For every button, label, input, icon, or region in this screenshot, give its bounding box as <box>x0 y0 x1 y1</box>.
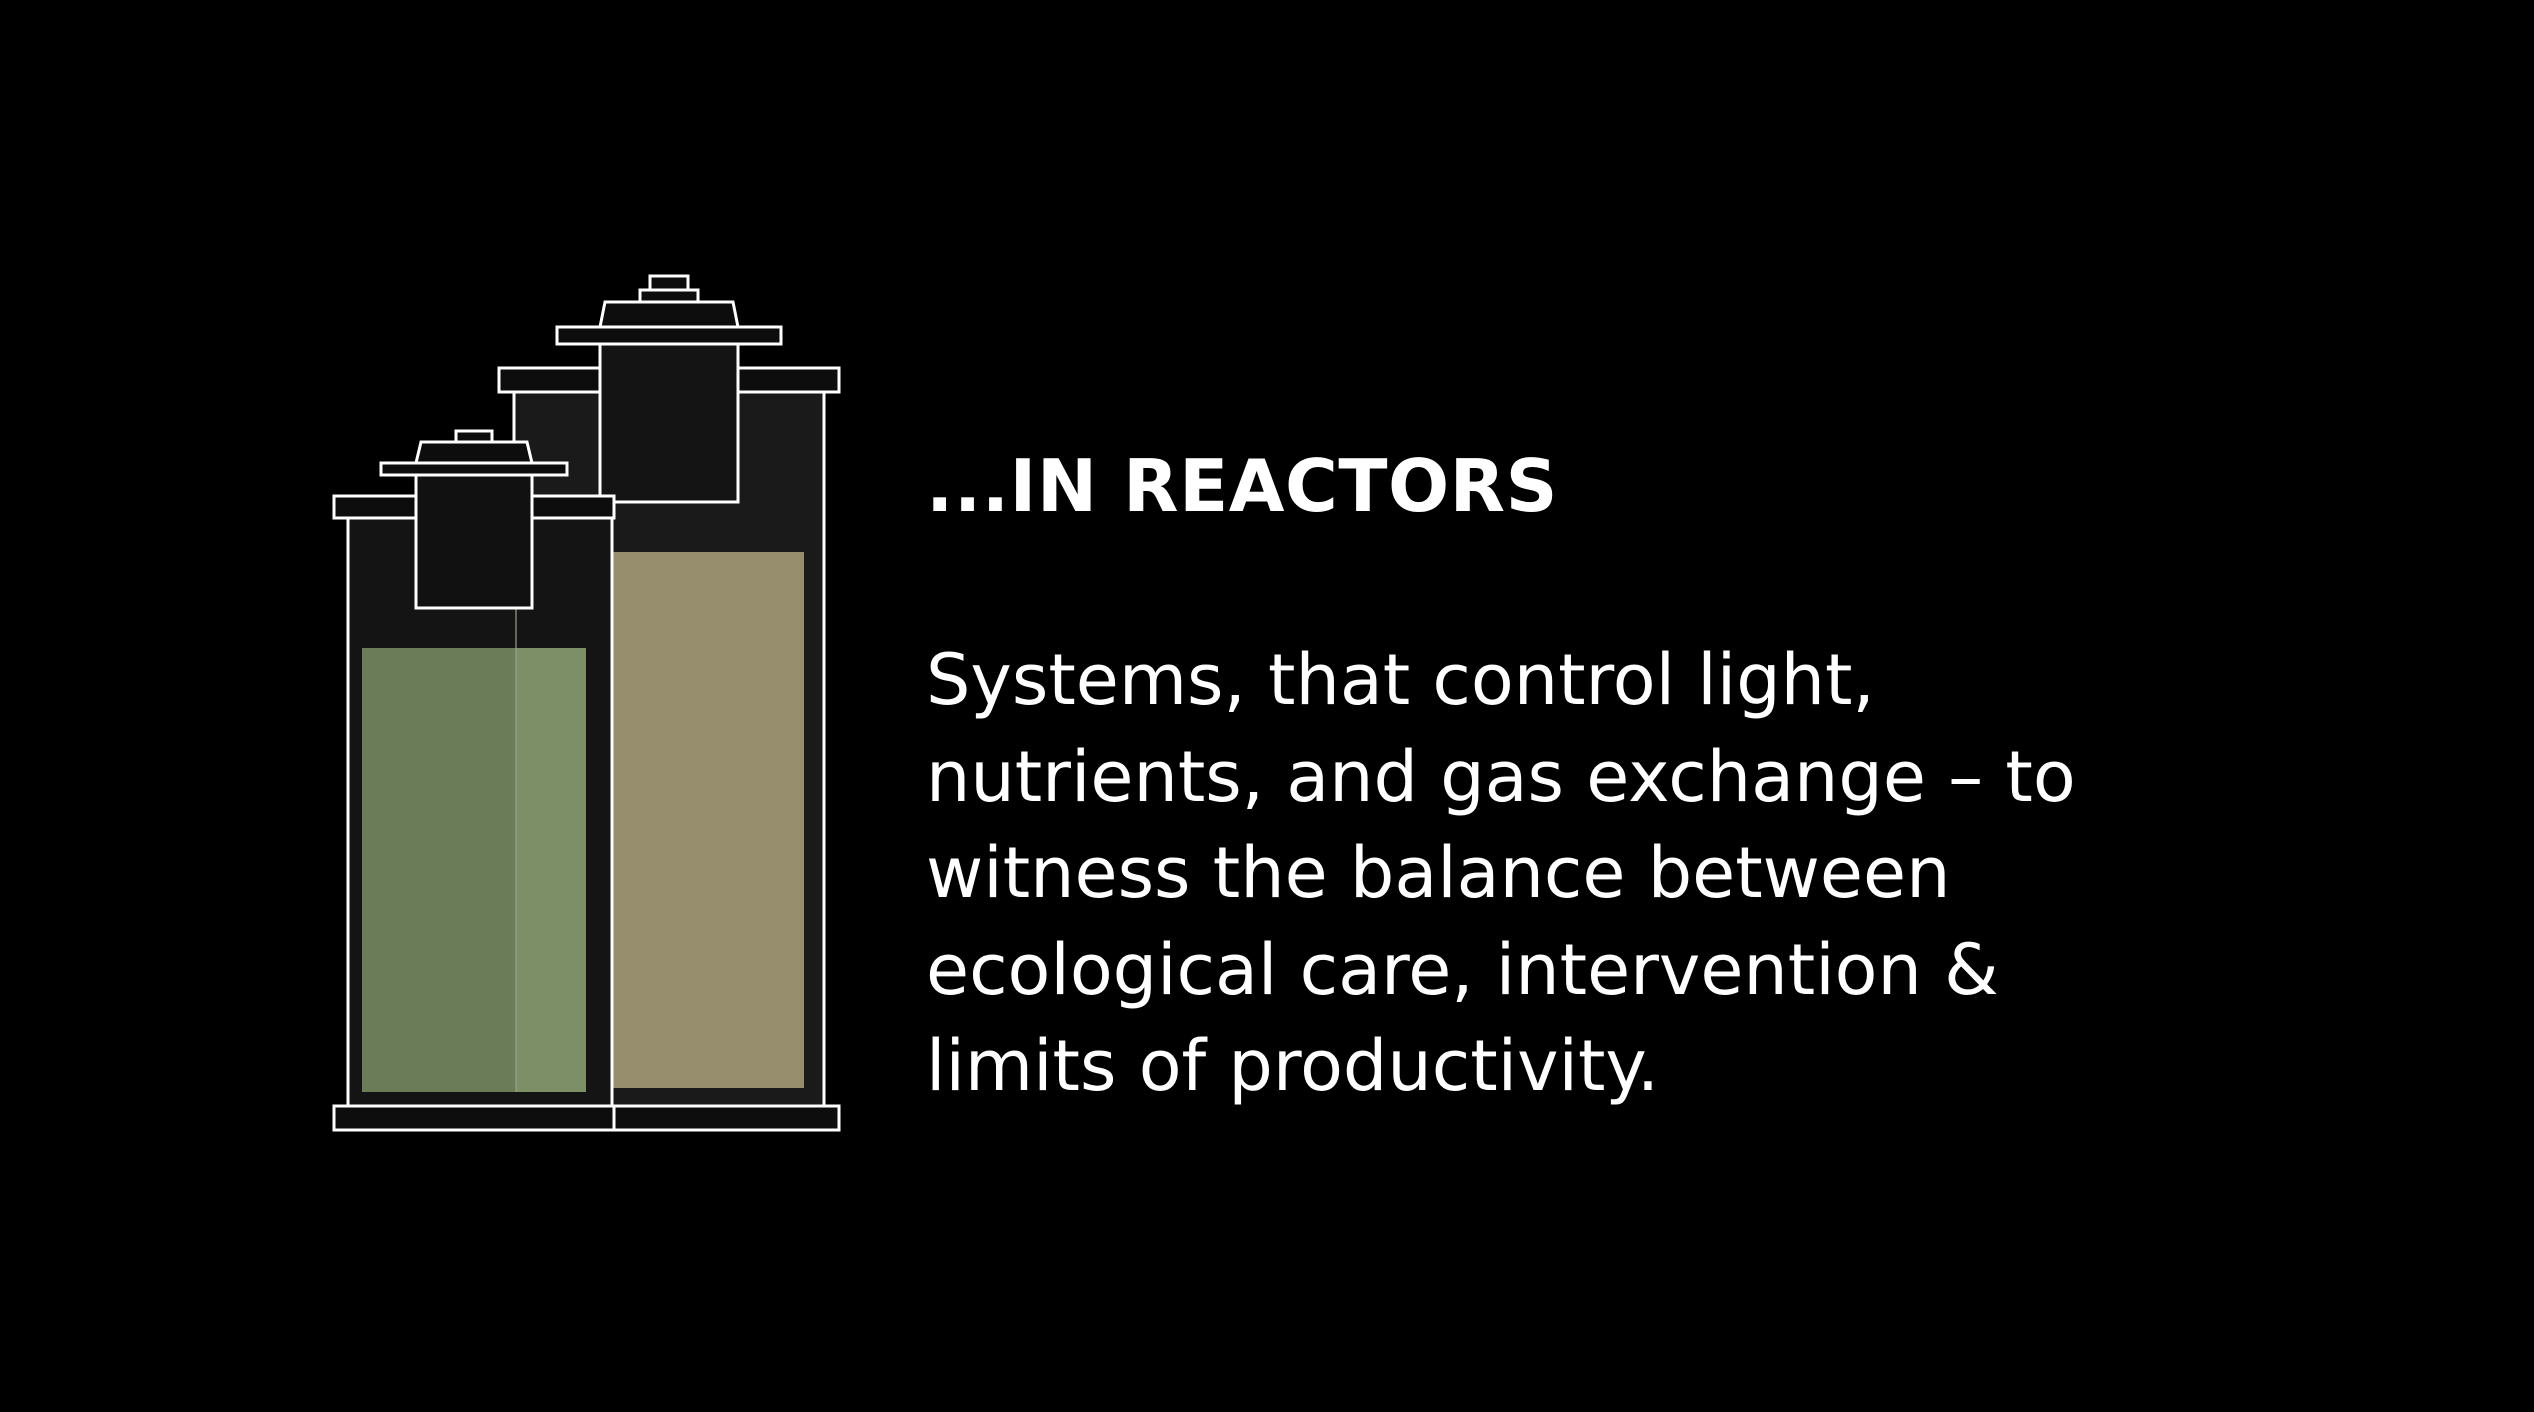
large-reactor-valve <box>638 288 700 304</box>
large-reactor-cap-flange <box>555 325 783 346</box>
large-reactor-valve-top <box>648 274 690 292</box>
small-reactor <box>332 429 616 1110</box>
small-reactor-cap-flange <box>379 461 569 477</box>
small-reactor-base <box>332 1104 616 1132</box>
small-reactor-cap-neck <box>414 470 534 610</box>
slide-body-text: Systems, that control light, nutrients, … <box>926 632 2076 1115</box>
reactor-base <box>332 1104 841 1132</box>
large-reactor-culture <box>600 552 804 1088</box>
large-reactor-cap-dome <box>598 300 740 329</box>
body-line: Systems, that control light, <box>926 639 1875 721</box>
body-line: nutrients, and gas exchange – to <box>926 735 2076 818</box>
body-line: witness the balance between <box>926 832 1951 914</box>
slide-heading: ...IN REACTORS <box>926 444 1558 528</box>
small-reactor-cap-dome <box>414 440 534 465</box>
small-reactor-valve <box>454 429 494 444</box>
small-reactor-culture-highlight <box>516 648 586 1092</box>
large-reactor-cap-neck <box>598 342 740 504</box>
large-reactor-base <box>612 1104 841 1132</box>
body-line: limits of productivity. <box>926 1025 1660 1107</box>
body-line: ecological care, intervention & <box>926 928 1999 1011</box>
